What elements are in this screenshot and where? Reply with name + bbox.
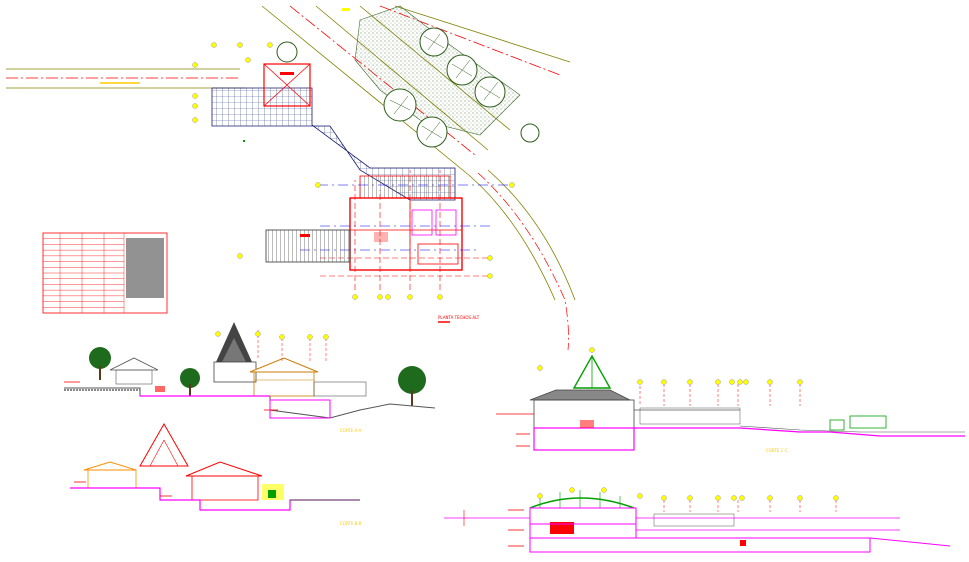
tree-icon: [276, 41, 298, 63]
axis-markers-section-c: [537, 347, 803, 385]
section-c: [496, 354, 965, 451]
section-a: [64, 322, 436, 419]
facade: [444, 490, 951, 553]
plan-ramp: [265, 229, 351, 263]
axis-markers-plan: [237, 182, 515, 300]
tree-icon: [398, 366, 426, 394]
road-label-marker: [342, 8, 350, 11]
road-horizontal: [6, 68, 245, 89]
schedule-table: [42, 232, 168, 314]
axis-markers-facade: [537, 487, 839, 501]
garden-area: [354, 5, 521, 136]
trees-plan: [276, 27, 540, 148]
axis-markers-section-a: [215, 331, 329, 340]
tree-icon: [520, 123, 540, 143]
section-b-label: CORTE B-B: [340, 521, 362, 526]
section-a-label: CORTE A-A: [340, 428, 362, 433]
axis-markers-top: [192, 42, 273, 123]
road-curved: [469, 169, 576, 351]
section-b: [70, 422, 360, 511]
section-c-label: CORTE C-C: [766, 448, 788, 453]
plan-title: PLANTA TECHOS ALT: [438, 315, 480, 320]
pavilion-plan: [263, 63, 311, 107]
tree-icon: [180, 368, 200, 388]
tree-icon: [89, 347, 111, 369]
